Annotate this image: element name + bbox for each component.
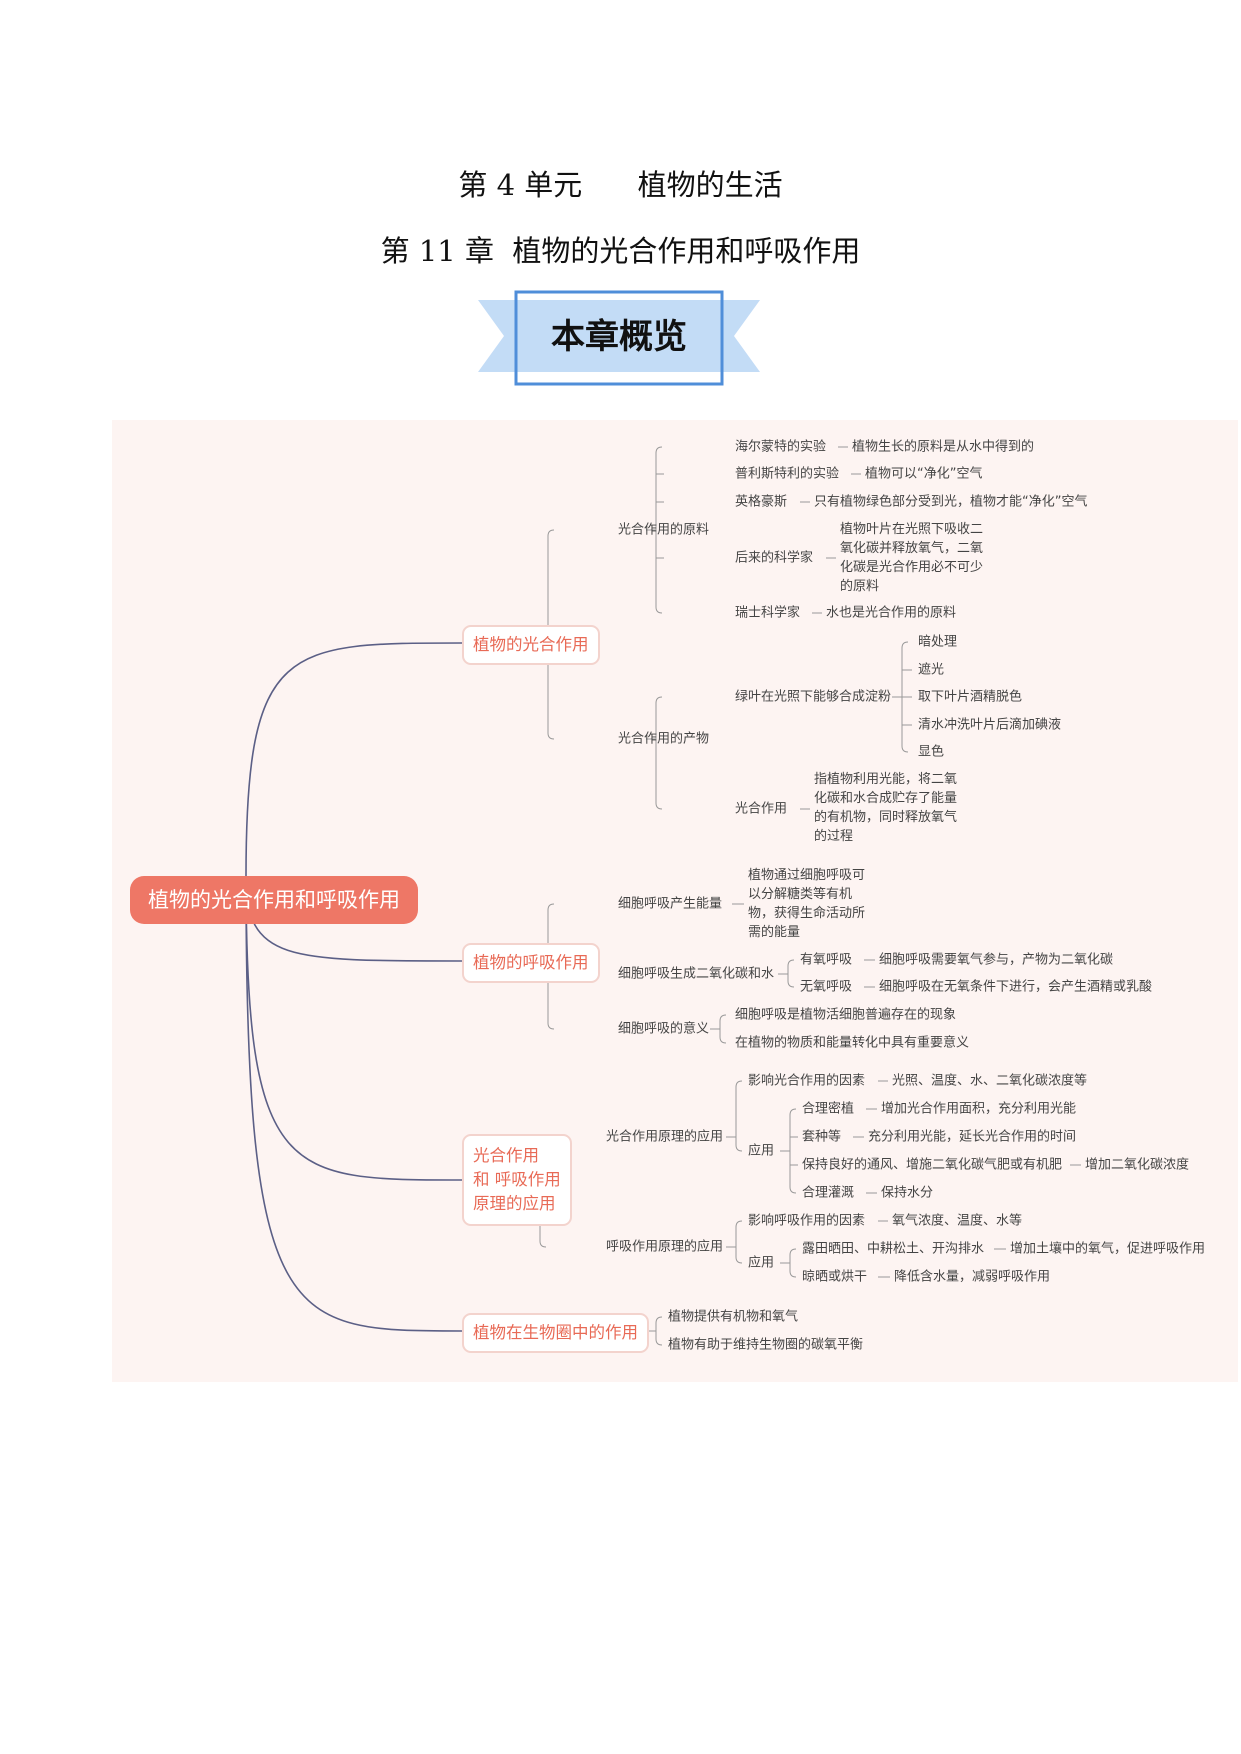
node-energy: 细胞呼吸产生能量 <box>618 896 723 912</box>
step-item: 清水冲洗叶片后滴加碘液 <box>918 717 1062 733</box>
mind-map: 植物的光合作用和呼吸作用 植物的光合作用 植物的呼吸作用 光合作用 和 呼吸作用… <box>112 420 1238 1382</box>
overview-banner: 本章概览 <box>478 290 760 386</box>
detail-ventilation: 增加二氧化碳浓度 <box>1085 1157 1190 1173</box>
connector-line <box>735 1080 743 1152</box>
connector-line <box>655 446 663 614</box>
node-photosynthesis-factors: 影响光合作用的因素 <box>748 1073 866 1089</box>
detail-ingenhousz: 只有植物绿色部分受到光，植物才能“净化”空气 <box>814 494 1088 510</box>
node-starch-synthesis: 绿叶在光照下能够合成淀粉 <box>735 689 892 705</box>
unit-title: 第 4 单元 植物的生活 <box>458 168 783 202</box>
detail-swiss-scientist: 水也是光合作用的原料 <box>826 605 957 621</box>
branch-applications-line: 和 呼吸作用 <box>473 1170 561 1189</box>
node-interplanting: 套种等 <box>802 1129 842 1145</box>
detail-aerobic: 细胞呼吸需要氧气参与，产物为二氧化碳 <box>879 952 1114 968</box>
connector-line <box>789 1108 797 1194</box>
branch-applications-line: 光合作用 <box>473 1146 539 1165</box>
node-ingenhousz: 英格豪斯 <box>735 494 788 510</box>
detail-photosynthesis-definition: 指植物利用光能，将二氧化碳和水合成贮存了能量的有机物，同时释放氧气的过程 <box>814 772 958 844</box>
branch-biosphere: 植物在生物圈中的作用 <box>462 1313 649 1353</box>
node-irrigation: 合理灌溉 <box>802 1185 855 1201</box>
chapter-title: 第 11 章 植物的光合作用和呼吸作用 <box>380 234 861 268</box>
step-item: 显色 <box>918 744 945 760</box>
step-item: 遮光 <box>918 662 945 678</box>
detail-anaerobic: 细胞呼吸在无氧条件下进行，会产生酒精或乳酸 <box>879 979 1153 995</box>
overview-banner-label: 本章概览 <box>551 317 687 357</box>
list-item: 在植物的物质和能量转化中具有重要意义 <box>735 1035 970 1051</box>
connector-line <box>787 959 795 988</box>
node-photosynthesis-materials: 光合作用的原料 <box>618 522 710 538</box>
detail-photosynthesis-factors: 光照、温度、水、二氧化碳浓度等 <box>892 1073 1088 1089</box>
detail-helmont: 植物生长的原料是从水中得到的 <box>852 439 1035 455</box>
branch-applications-line: 原理的应用 <box>473 1194 556 1213</box>
connector-line <box>719 1014 727 1044</box>
node-application: 应用 <box>748 1255 775 1271</box>
detail-dense-planting: 增加光合作用面积，充分利用光能 <box>881 1101 1077 1117</box>
connector-line <box>735 1220 743 1264</box>
detail-later-scientists: 植物叶片在光照下吸收二氧化碳并释放氧气，二氧化碳是光合作用必不可少的原料 <box>840 522 984 594</box>
connector-line <box>789 1248 797 1278</box>
node-respiration-factors: 影响呼吸作用的因素 <box>748 1213 866 1229</box>
node-helmont: 海尔蒙特的实验 <box>735 439 827 455</box>
node-dense-planting: 合理密植 <box>802 1101 855 1117</box>
node-swiss-scientist: 瑞士科学家 <box>735 605 801 621</box>
step-item: 取下叶片酒精脱色 <box>918 689 1023 705</box>
detail-loosen-soil: 增加土壤中的氧气，促进呼吸作用 <box>1010 1241 1206 1257</box>
node-priestley: 普利斯特利的实验 <box>735 466 840 482</box>
branch-respiration: 植物的呼吸作用 <box>462 943 600 983</box>
mind-map-connectors <box>245 446 1081 1346</box>
node-respiration-application: 呼吸作用原理的应用 <box>606 1239 724 1255</box>
node-loosen-soil: 露田晒田、中耕松土、开沟排水 <box>802 1241 985 1257</box>
node-photosynthesis-definition: 光合作用 <box>735 801 788 817</box>
connector-line <box>655 696 663 810</box>
detail-interplanting: 充分利用光能，延长光合作用的时间 <box>868 1129 1077 1145</box>
node-aerobic: 有氧呼吸 <box>800 952 853 968</box>
node-later-scientists: 后来的科学家 <box>735 550 814 566</box>
detail-energy: 植物通过细胞呼吸可以分解糖类等有机物，获得生命活动所需的能量 <box>748 868 866 940</box>
detail-priestley: 植物可以“净化”空气 <box>865 466 983 482</box>
connector-line <box>245 875 463 1181</box>
node-photosynthesis-products: 光合作用的产物 <box>618 731 710 747</box>
detail-drying: 降低含水量，减弱呼吸作用 <box>894 1269 1051 1285</box>
list-item: 细胞呼吸是植物活细胞普遍存在的现象 <box>735 1007 957 1023</box>
node-application: 应用 <box>748 1143 775 1159</box>
node-drying: 晾晒或烘干 <box>802 1269 868 1285</box>
list-item: 植物有助于维持生物圈的碳氧平衡 <box>668 1337 864 1353</box>
step-item: 暗处理 <box>918 634 958 650</box>
connector-line <box>655 1316 663 1346</box>
list-item: 植物提供有机物和氧气 <box>668 1309 799 1325</box>
detail-respiration-factors: 氧气浓度、温度、水等 <box>892 1213 1023 1229</box>
node-anaerobic: 无氧呼吸 <box>800 979 853 995</box>
node-significance: 细胞呼吸的意义 <box>618 1021 710 1037</box>
node-ventilation: 保持良好的通风、增施二氧化碳气肥或有机肥 <box>802 1157 1063 1173</box>
branch-photosynthesis: 植物的光合作用 <box>462 625 600 665</box>
connector-line <box>245 642 463 877</box>
mind-map-root: 植物的光合作用和呼吸作用 <box>130 876 418 924</box>
connector-line <box>245 875 463 1332</box>
branch-applications: 光合作用 和 呼吸作用 原理的应用 <box>462 1134 572 1226</box>
detail-irrigation: 保持水分 <box>881 1185 934 1201</box>
node-photosynthesis-application: 光合作用原理的应用 <box>606 1129 724 1145</box>
node-co2-water: 细胞呼吸生成二氧化碳和水 <box>618 966 775 982</box>
